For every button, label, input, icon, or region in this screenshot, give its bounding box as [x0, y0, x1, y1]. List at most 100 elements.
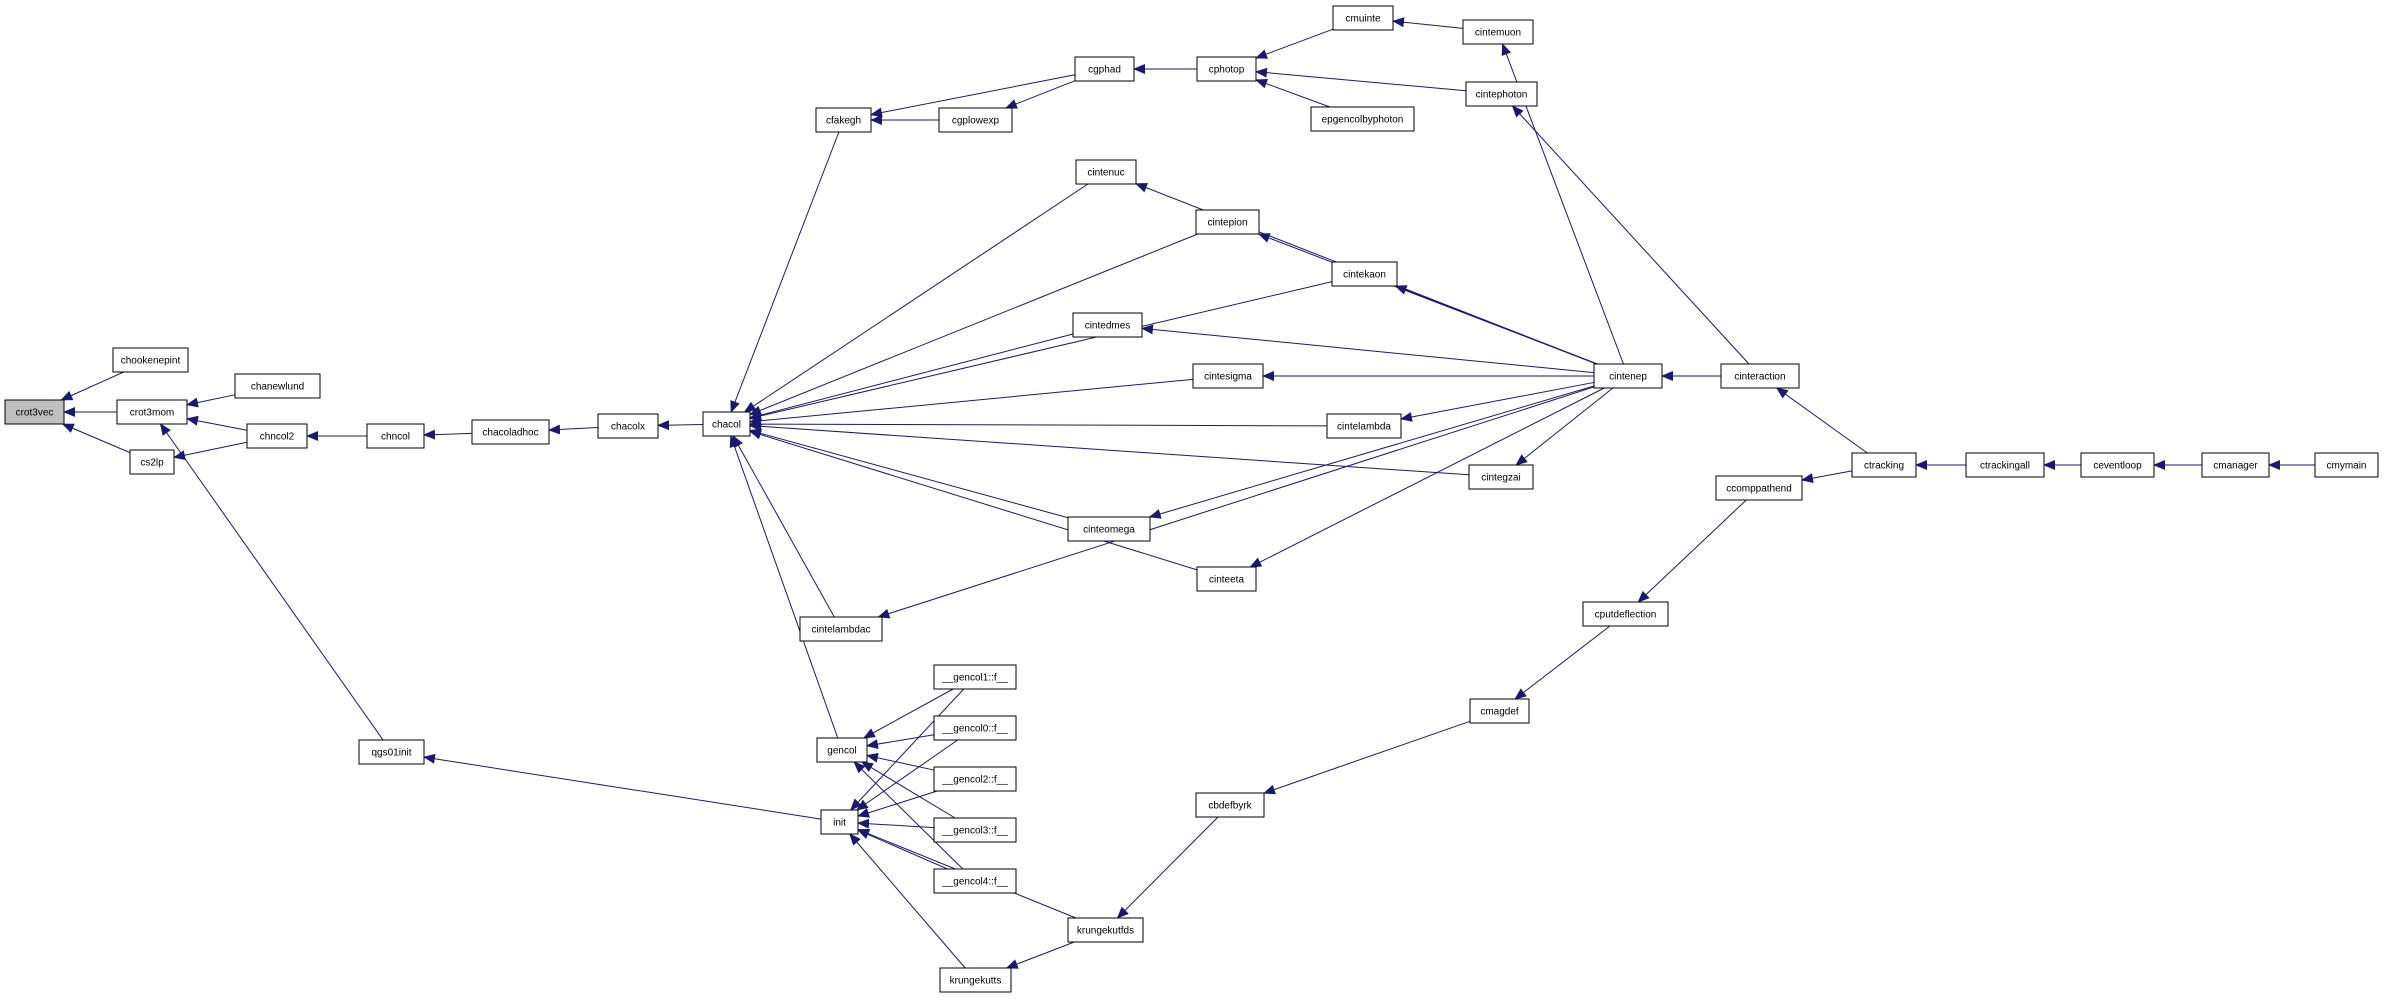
- node-box: [2314, 452, 2379, 478]
- edge-cintenep-to-cintedmes: [1141, 324, 1595, 374]
- node-cbdefbyrk[interactable]: cbdefbyrk: [1195, 792, 1265, 818]
- node-ctracking[interactable]: ctracking: [1851, 452, 1917, 478]
- edge-chacoladhoc-to-chncol: [423, 429, 473, 440]
- node-box: [820, 809, 859, 835]
- node-cmanager[interactable]: cmanager: [2201, 452, 2270, 478]
- node-cinteraction[interactable]: cinteraction: [1720, 363, 1800, 389]
- node-box: [1469, 698, 1530, 724]
- node-chncol[interactable]: chncol: [366, 423, 425, 449]
- node-box: [1331, 261, 1398, 287]
- edge-cmagdef-to-cbdefbyrk: [1263, 720, 1471, 795]
- node-ccomppathend[interactable]: ccomppathend: [1715, 475, 1803, 501]
- node-cmagdef[interactable]: cmagdef: [1469, 698, 1530, 724]
- node-cintesigma[interactable]: cintesigma: [1192, 363, 1264, 389]
- node-chacol[interactable]: chacol: [702, 411, 751, 437]
- node-label: cphotop: [1209, 65, 1245, 76]
- node-g4[interactable]: __gencol4::f__: [933, 868, 1017, 894]
- node-label: cintephoton: [1476, 90, 1528, 101]
- node-box: [1074, 56, 1135, 82]
- node-box: [1195, 792, 1265, 818]
- edge-g1-to-gencol: [862, 688, 954, 739]
- node-cphotop[interactable]: cphotop: [1196, 56, 1257, 82]
- node-cgplowexp[interactable]: cgplowexp: [938, 107, 1013, 133]
- node-g1[interactable]: __gencol1::f__: [933, 664, 1017, 690]
- edge-cbdefbyrk-to-krungekutfds: [1116, 816, 1219, 919]
- node-box: [1326, 413, 1402, 439]
- node-crot3vec[interactable]: crot3vec: [4, 399, 65, 425]
- node-label: cbdefbyrk: [1208, 801, 1252, 812]
- edge-cintenep-to-cinteeta: [1249, 387, 1605, 568]
- node-label: chncol: [381, 432, 410, 443]
- node-label: chanewlund: [251, 382, 304, 393]
- node-cputdeflection[interactable]: cputdeflection: [1582, 601, 1669, 627]
- node-box: [2201, 452, 2270, 478]
- node-cmuinte[interactable]: cmuinte: [1332, 5, 1394, 31]
- edge-krungekutfds-to-krungekutts: [1005, 941, 1075, 969]
- edge-cintelambda-to-chacol: [749, 419, 1328, 430]
- node-cfakegh[interactable]: cfakegh: [815, 107, 872, 133]
- node-qgs01init[interactable]: qgs01init: [358, 739, 425, 765]
- node-label: cmanager: [2213, 461, 2258, 472]
- node-chncol2[interactable]: chncol2: [246, 423, 308, 449]
- node-krungekutfds[interactable]: krungekutfds: [1067, 917, 1144, 943]
- edge-cintemuon-to-cmuinte: [1392, 17, 1464, 29]
- node-crot3mom[interactable]: crot3mom: [116, 399, 188, 425]
- edge-g1-to-init: [850, 688, 965, 811]
- node-label: __gencol2::f__: [941, 775, 1008, 786]
- node-g2[interactable]: __gencol2::f__: [933, 766, 1017, 792]
- edge-chncol2-to-cs2lp: [173, 441, 248, 461]
- node-ctrackingall[interactable]: ctrackingall: [1965, 452, 2045, 478]
- node-cintepion[interactable]: cintepion: [1195, 209, 1260, 235]
- node-cgphad[interactable]: cgphad: [1074, 56, 1135, 82]
- node-label: cintenep: [1609, 372, 1647, 383]
- edge-cintedmes-to-chacol: [749, 333, 1074, 420]
- node-chacoladhoc[interactable]: chacoladhoc: [471, 419, 550, 445]
- edge-cintepion-to-chacol: [749, 233, 1198, 416]
- node-epgencolbyphoton[interactable]: epgencolbyphoton: [1310, 106, 1415, 132]
- node-cintedmes[interactable]: cintedmes: [1072, 312, 1143, 338]
- node-box: [933, 817, 1017, 843]
- node-cs2lp[interactable]: cs2lp: [129, 449, 175, 475]
- node-cintelambdac[interactable]: cintelambdac: [799, 616, 883, 642]
- node-cintekaon[interactable]: cintekaon: [1331, 261, 1398, 287]
- node-cintegzai[interactable]: cintegzai: [1468, 464, 1534, 490]
- edge-init-to-qgs01init: [423, 753, 822, 820]
- node-label: crot3vec: [16, 408, 54, 419]
- edge-ccomppathend-to-cputdeflection: [1637, 499, 1747, 603]
- node-g3[interactable]: __gencol3::f__: [933, 817, 1017, 843]
- node-gencol[interactable]: gencol: [816, 737, 868, 763]
- node-label: cintegzai: [1481, 473, 1520, 484]
- edge-cintegzai-to-chacol: [749, 421, 1470, 476]
- edge-cmuinte-to-cphotop: [1255, 28, 1334, 59]
- edge-g0-to-init: [855, 739, 958, 811]
- node-chanewlund[interactable]: chanewlund: [234, 373, 321, 399]
- node-label: chacolx: [611, 422, 645, 433]
- node-box: [1715, 475, 1803, 501]
- node-cinteomega[interactable]: cinteomega: [1067, 516, 1151, 542]
- node-init[interactable]: init: [820, 809, 859, 835]
- node-cintelambda[interactable]: cintelambda: [1326, 413, 1402, 439]
- node-ceventloop[interactable]: ceventloop: [2080, 452, 2155, 478]
- edge-cs2lp-to-crot3vec: [61, 423, 131, 454]
- node-label: cintedmes: [1085, 321, 1131, 332]
- node-box: [939, 967, 1012, 993]
- node-label: krungekutfds: [1077, 926, 1134, 937]
- node-label: chacoladhoc: [482, 428, 538, 439]
- node-box: [1067, 917, 1144, 943]
- node-box: [1468, 464, 1534, 490]
- edge-cintenep-to-cintelambda: [1400, 381, 1595, 422]
- node-cintephoton[interactable]: cintephoton: [1465, 81, 1538, 107]
- node-cinteeta[interactable]: cinteeta: [1196, 566, 1257, 592]
- node-cintenuc[interactable]: cintenuc: [1075, 159, 1137, 185]
- node-cmymain[interactable]: cmymain: [2314, 452, 2379, 478]
- node-label: cintemuon: [1475, 28, 1521, 39]
- node-chacolx[interactable]: chacolx: [597, 413, 659, 439]
- node-cintemuon[interactable]: cintemuon: [1462, 19, 1534, 45]
- node-g0[interactable]: __gencol0::f__: [933, 715, 1017, 741]
- edge-chacol-to-chacolx: [657, 420, 704, 431]
- node-krungekutts[interactable]: krungekutts: [939, 967, 1012, 993]
- node-cintenep[interactable]: cintenep: [1593, 363, 1663, 389]
- edge-cintenep-to-cintekaon: [1394, 285, 1598, 365]
- node-chookenepint[interactable]: chookenepint: [112, 347, 189, 373]
